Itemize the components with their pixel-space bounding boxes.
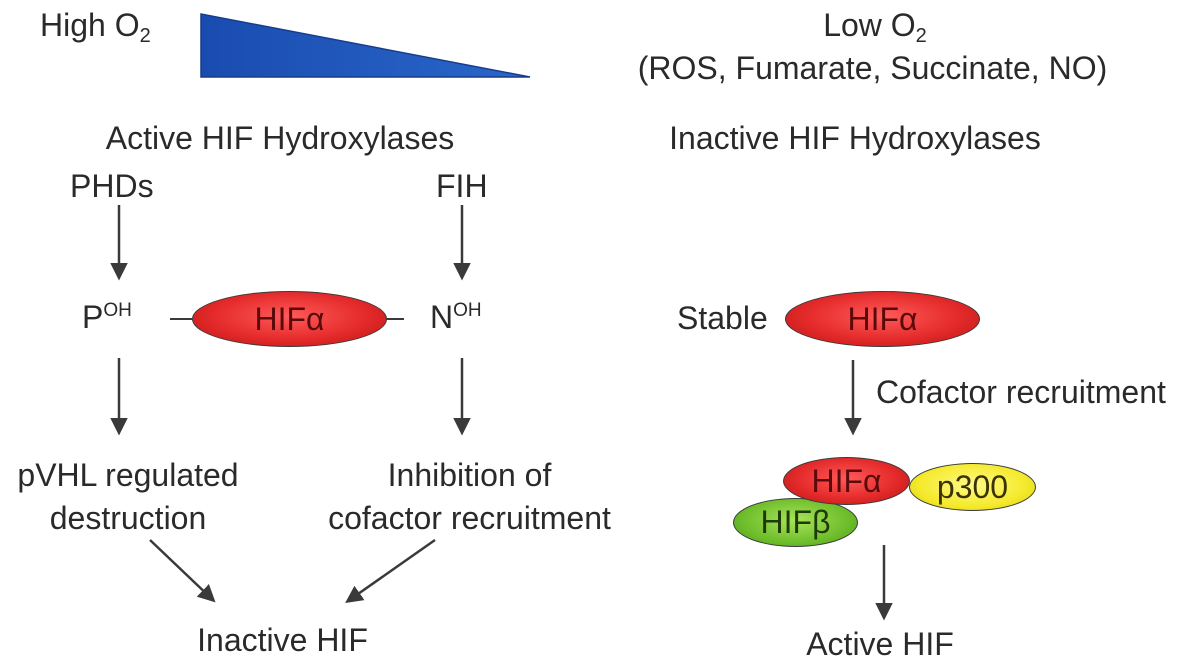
cofactor-recruitment-label: Cofactor recruitment — [876, 374, 1166, 410]
inhibition-line1: Inhibition of — [387, 457, 552, 493]
active-hydroxylases-heading: Active HIF Hydroxylases — [105, 120, 455, 156]
p300-ellipse: p300 — [909, 463, 1036, 511]
stable-label: Stable — [677, 300, 768, 336]
pvhl-destruction-line1: pVHL regulated — [17, 457, 239, 493]
hif-alpha-ellipse: HIFα — [192, 291, 387, 347]
low-o2-causes: (ROS, Fumarate, Succinate, NO) — [637, 50, 1108, 86]
active-hif-label: Active HIF — [806, 626, 954, 662]
n-oh-label: NOH — [430, 299, 482, 335]
hif-beta-ellipse: HIFβ — [733, 498, 858, 547]
complex-hif-alpha-ellipse: HIFα — [783, 457, 910, 505]
arrow-inhibition-to-inactive — [345, 538, 436, 604]
oxygen-gradient-wedge — [200, 13, 531, 78]
stable-hif-alpha-ellipse: HIFα — [785, 291, 980, 347]
inhibition-line2: cofactor recruitment — [328, 500, 611, 536]
inactive-hydroxylases-heading: Inactive HIF Hydroxylases — [669, 120, 1041, 156]
pvhl-destruction-line2: destruction — [49, 500, 207, 536]
inactive-hif-label: Inactive HIF — [197, 622, 368, 658]
low-o2-label: Low O2 — [823, 7, 927, 47]
p-oh-label: POH — [82, 299, 132, 335]
high-o2-label: High O2 — [40, 7, 151, 47]
arrow-pvhl-to-inactive — [149, 539, 216, 603]
fih-label: FIH — [436, 168, 488, 204]
phds-label: PHDs — [70, 168, 154, 204]
